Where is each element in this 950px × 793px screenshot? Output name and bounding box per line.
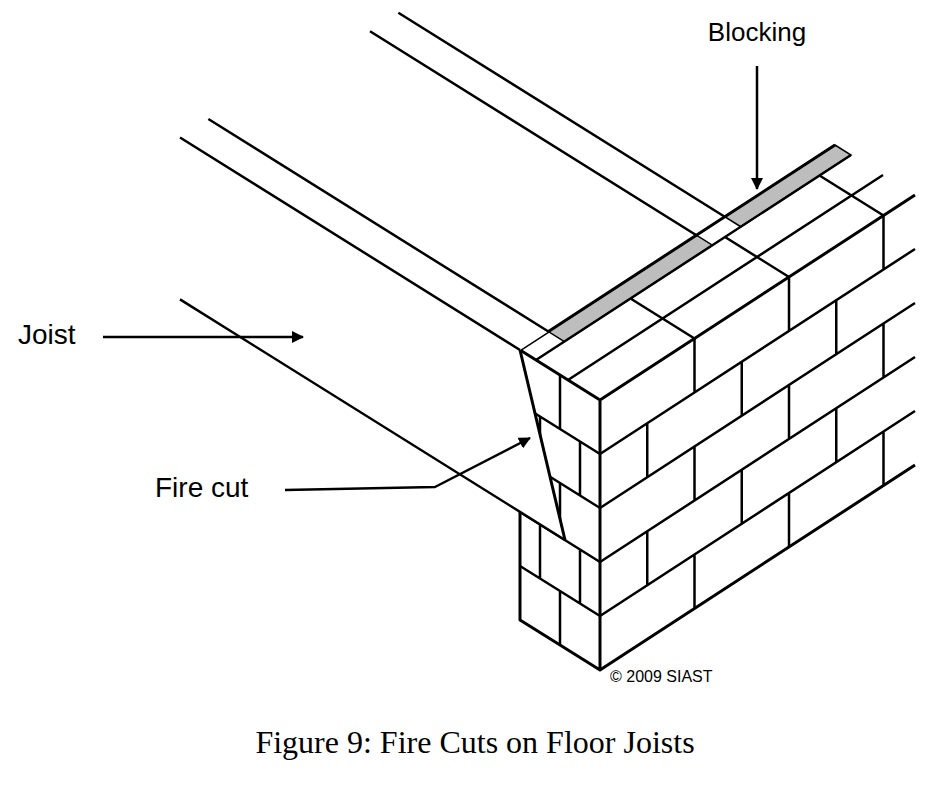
copyright-note: © 2009 SIAST xyxy=(610,668,713,686)
brick-wall xyxy=(520,145,915,670)
leader-arrow xyxy=(285,438,530,490)
brick-joints xyxy=(600,216,915,617)
leader-arrow xyxy=(103,336,303,339)
figure-caption: Figure 9: Fire Cuts on Floor Joists xyxy=(0,724,950,761)
fire-cut-line xyxy=(520,350,565,540)
part-label: Blocking xyxy=(708,18,806,48)
joist-edges xyxy=(370,13,725,235)
blocking xyxy=(725,145,851,227)
leader-lines xyxy=(103,66,757,490)
rear-joist xyxy=(370,13,725,235)
part-label: Fire cut xyxy=(155,472,248,504)
blocking xyxy=(548,235,712,341)
brick-joints xyxy=(536,155,884,380)
wall-outline xyxy=(520,145,915,670)
leader-arrow xyxy=(756,66,759,189)
part-label: Joist xyxy=(18,319,76,351)
